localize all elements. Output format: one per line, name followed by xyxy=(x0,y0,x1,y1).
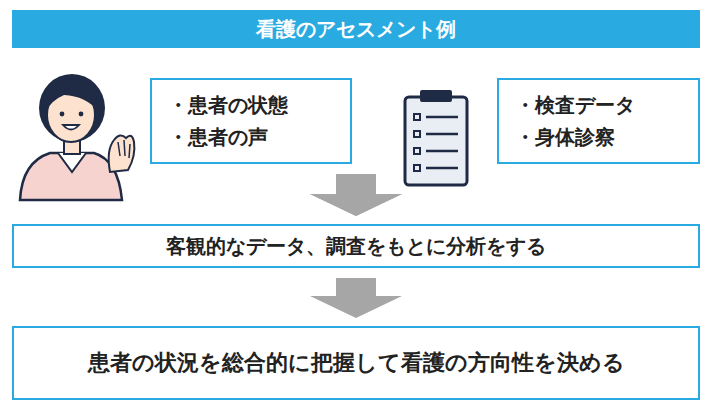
box-text: ・患者の状態 xyxy=(168,89,288,121)
arrow-shape xyxy=(310,278,402,318)
block-arrow xyxy=(310,174,402,216)
arrow-shape xyxy=(310,174,402,216)
block-arrow xyxy=(310,174,402,216)
arrow-shape xyxy=(310,174,402,216)
box-text: ・患者の声 xyxy=(168,121,268,153)
box-text: ・検査データ xyxy=(515,89,635,121)
title-band: 看護のアセスメント例 xyxy=(12,10,700,48)
box-text: 患者の状況を総合的に把握して看護の方向性を決める xyxy=(88,348,625,378)
block-arrow xyxy=(310,278,402,318)
box-text: 客観的なデータ、調査をもとに分析をする xyxy=(166,233,546,260)
nurse-illustration xyxy=(20,74,134,200)
clipboard-icon xyxy=(405,90,467,185)
process-box: ・患者の状態・患者の声 xyxy=(150,78,352,164)
process-box: ・検査データ・身体診察 xyxy=(497,78,700,164)
process-box: 客観的なデータ、調査をもとに分析をする xyxy=(12,224,700,268)
box-text: ・身体診察 xyxy=(515,121,615,153)
process-box: 患者の状況を総合的に把握して看護の方向性を決める xyxy=(12,326,700,400)
